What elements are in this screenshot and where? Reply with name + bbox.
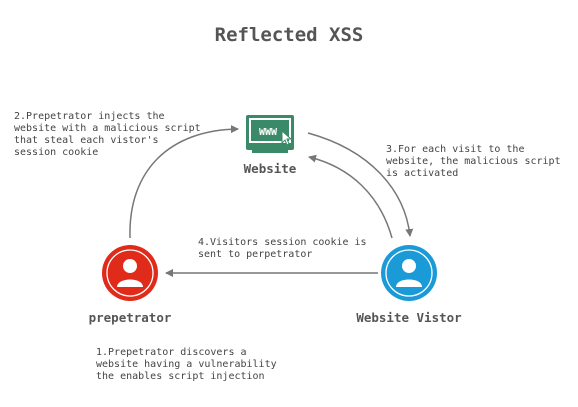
diagram-title: Reflected XSS (214, 24, 364, 46)
website-label: Website (243, 161, 297, 176)
step-1-note: 1.Prepetrator discovers a website having… (96, 347, 277, 382)
visitor-user-icon (381, 245, 437, 301)
www-label: WWW (259, 127, 278, 138)
arrow-visitor-to-website (308, 154, 393, 239)
step-4-note: 4.Visitors session cookie is sent to per… (198, 237, 367, 260)
arrow-website-to-visitor (307, 132, 414, 237)
step-3-note: 3.For each visit to the website, the mal… (386, 144, 561, 179)
arrow-perpetrator-to-website (129, 125, 239, 239)
cursor-icon (281, 129, 293, 146)
browser-window-icon: WWW (246, 115, 294, 153)
step-2-note: 2.Prepetrator injects the website with a… (14, 111, 201, 158)
visitor-label: Website Vistor (356, 310, 462, 325)
perpetrator-user-icon (102, 245, 158, 301)
perpetrator-label: prepetrator (88, 310, 172, 325)
